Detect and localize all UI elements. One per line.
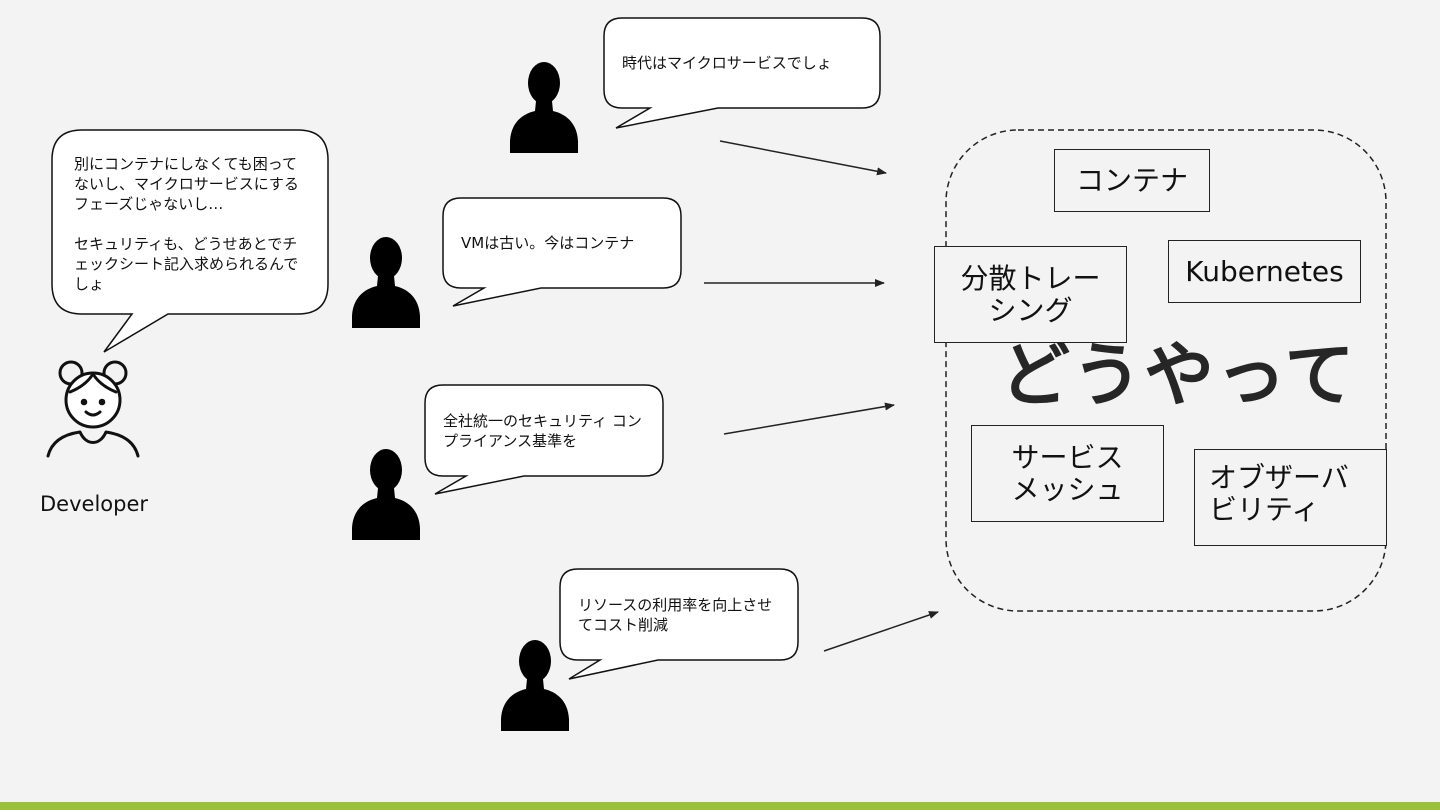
speech-text-2: VMは古い。今はコンテナ — [461, 234, 635, 252]
speech-bubble-4 — [559, 568, 799, 680]
person-silhouette-icon — [510, 62, 578, 153]
bottom-accent-bar — [0, 802, 1440, 810]
speech-text-4: リソースの利用率を向上させてコスト削減 — [578, 596, 773, 634]
tech-box-kubernetes: Kubernetes — [1168, 240, 1361, 303]
tech-box-distributed-tracing: 分散トレー シング — [934, 246, 1127, 343]
arrow-1 — [719, 140, 887, 176]
speech-text-3: 全社統一のセキュリティ コンプライアンス基準を — [443, 412, 642, 450]
speech-bubble-2 — [442, 197, 682, 307]
developer-avatar-icon — [46, 360, 140, 458]
how-headline: どうやって — [1000, 334, 1357, 416]
arrow-4 — [823, 611, 939, 652]
speech-text-1: 時代はマイクロサービスでしょ — [622, 54, 832, 72]
tech-box-container: コンテナ — [1054, 149, 1210, 212]
person-silhouette-icon — [352, 237, 420, 328]
tech-box-observability: オブザーバ ビリティ — [1194, 449, 1387, 546]
person-silhouette-icon — [501, 640, 569, 731]
developer-label: Developer — [40, 492, 149, 516]
arrow-3 — [723, 402, 895, 435]
tech-box-service-mesh: サービス メッシュ — [971, 425, 1164, 522]
developer-speech-text: 別にコンテナにしなくても困ってないし、マイクロサービスにするフェーズじゃないし…… — [74, 155, 299, 293]
person-silhouette-icon — [352, 449, 420, 540]
speech-bubble-1 — [603, 17, 881, 129]
developer-speech-bubble — [51, 129, 329, 353]
speech-bubble-3 — [424, 384, 664, 495]
